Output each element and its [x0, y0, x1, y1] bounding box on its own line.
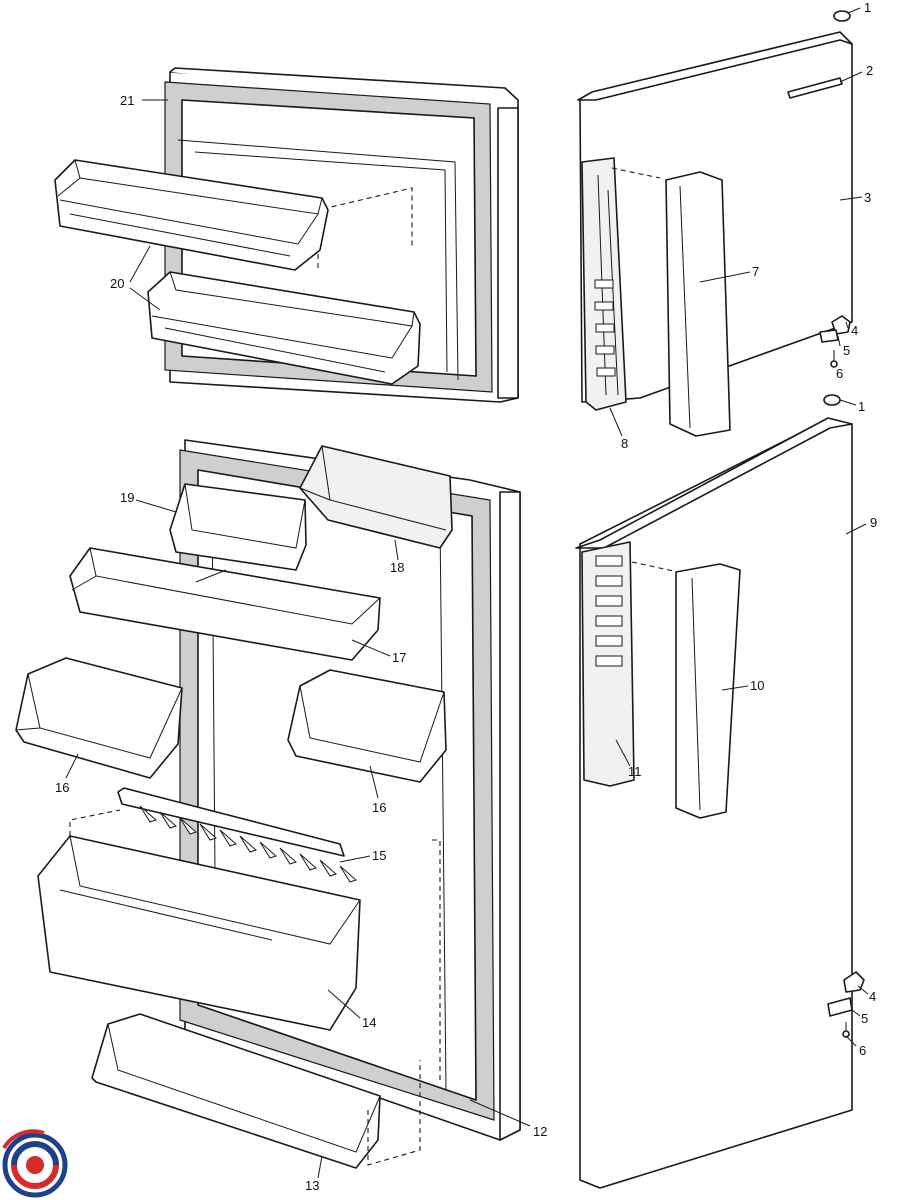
fresh-food-door-outer: [575, 417, 853, 1189]
callout-6: 6: [836, 366, 843, 381]
handle-ribs-lower: [595, 555, 623, 667]
callout-10: 10: [750, 678, 764, 693]
callout-1-lower: 1: [858, 399, 865, 414]
freezer-hinge-parts: [819, 10, 851, 406]
callout-11: 11: [628, 764, 642, 779]
callout-2: 2: [866, 63, 873, 78]
door-handle-trim: [787, 77, 843, 99]
door-shelf-wide: [69, 547, 381, 661]
leader-lines: [65, 7, 869, 1179]
gallon-door-bin: [37, 809, 361, 1031]
callout-15: 15: [372, 848, 386, 863]
callout-9: 9: [870, 515, 877, 530]
brand-swirl-icon: [2, 1129, 68, 1198]
rail-teeth: [139, 805, 357, 883]
callout-4: 4: [851, 323, 858, 338]
door-bin-right: [287, 669, 447, 783]
callout-3: 3: [864, 190, 871, 205]
bottom-door-bin: [91, 1013, 421, 1169]
freezer-door-shelf-lower: [147, 271, 421, 385]
callout-6-lower: 6: [859, 1043, 866, 1058]
fresh-food-handle-cover: [675, 563, 741, 819]
callout-21: 21: [120, 93, 134, 108]
callout-1: 1: [864, 0, 871, 15]
callout-8: 8: [621, 436, 628, 451]
callout-7: 7: [752, 264, 759, 279]
callout-16-left: 16: [55, 780, 69, 795]
freezer-door-shelf-upper: [54, 159, 329, 271]
freezer-door-outer: [577, 31, 853, 437]
callout-4-lower: 4: [869, 989, 876, 1004]
callout-17: 17: [392, 650, 406, 665]
callout-5-lower: 5: [861, 1011, 868, 1026]
small-dairy-bin: [169, 483, 307, 571]
callout-5: 5: [843, 343, 850, 358]
callout-13: 13: [305, 1178, 319, 1193]
door-bin-left: [15, 657, 183, 779]
callout-12: 12: [533, 1124, 547, 1139]
dairy-door: [299, 445, 453, 549]
callout-20: 20: [110, 276, 124, 291]
bin-rail: [117, 787, 357, 883]
callout-14: 14: [362, 1015, 376, 1030]
callout-labels: 1 2 3 4 5 6 7 8 1 9 10 11 4 5 6 12 13 14…: [55, 0, 877, 1193]
handle-ribs-upper: [594, 279, 616, 377]
callout-16-right: 16: [372, 800, 386, 815]
freezer-handle-cover: [665, 171, 731, 437]
callout-18: 18: [390, 560, 404, 575]
callout-19: 19: [120, 490, 134, 505]
